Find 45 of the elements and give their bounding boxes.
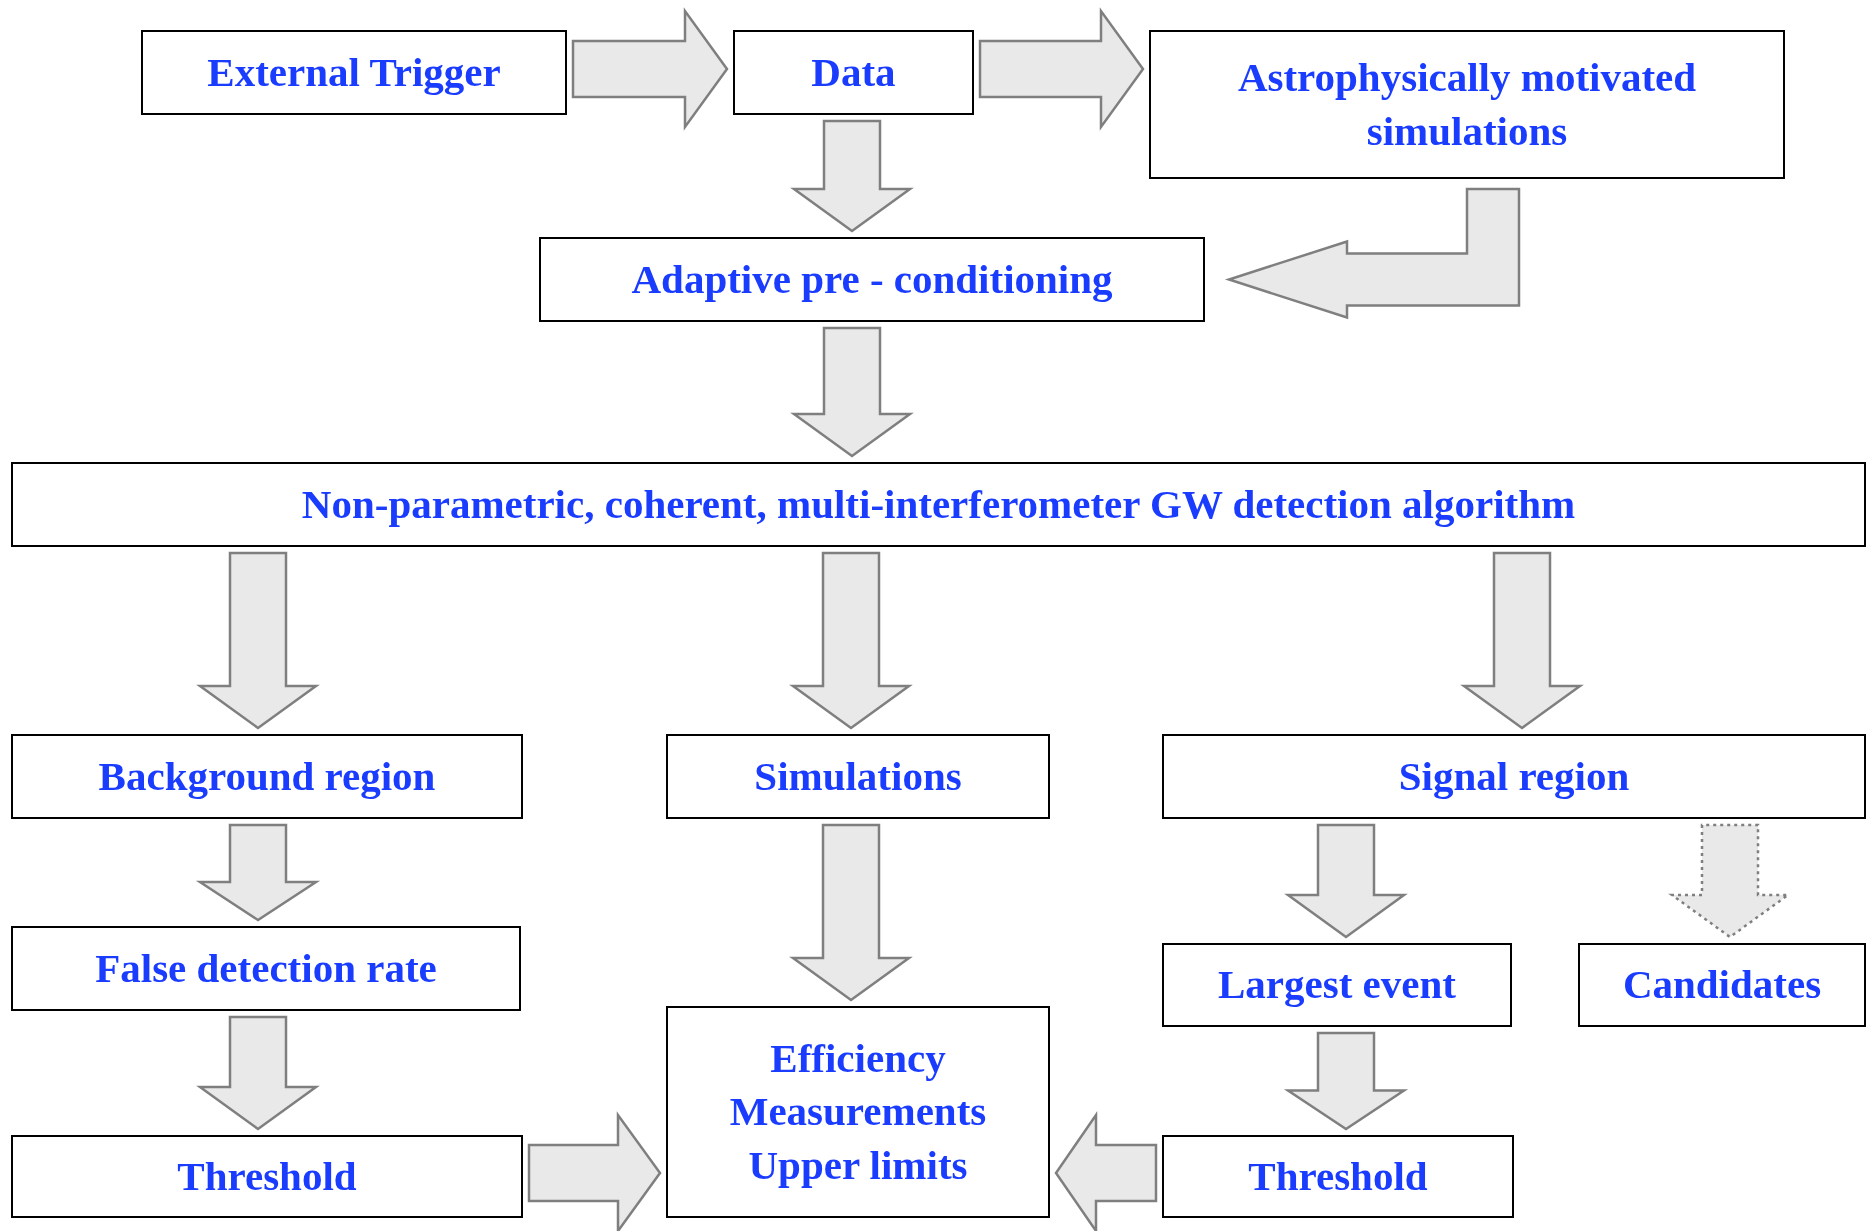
node-label: Measurements (729, 1087, 987, 1137)
process-box (666, 734, 1050, 819)
node-label: Largest event (1218, 960, 1456, 1010)
process-box (11, 734, 523, 819)
process-box (1162, 943, 1512, 1027)
node-label: Threshold (1248, 1151, 1428, 1201)
node-label: False detection rate (95, 943, 437, 993)
process-box (733, 30, 974, 115)
node-label: Adaptive pre - conditioning (631, 254, 1113, 304)
node-label: Upper limits (748, 1140, 968, 1190)
node-label: Efficiency (770, 1034, 946, 1084)
block-arrow (1224, 187, 1521, 320)
block-arrow (790, 119, 914, 233)
block-arrow (527, 1111, 662, 1231)
block-arrow (978, 7, 1145, 131)
node-label: External Trigger (207, 47, 501, 97)
process-box (1162, 1135, 1514, 1218)
block-arrow (1283, 1031, 1409, 1131)
block-arrow (195, 823, 321, 922)
process-box (666, 1006, 1050, 1218)
node-label: Non-parametric, coherent, multi-interferometer GW detection algorithm (301, 479, 1576, 529)
process-box (1578, 943, 1866, 1027)
block-arrow (196, 1015, 320, 1131)
process-box (11, 462, 1866, 547)
block-arrow (571, 7, 729, 131)
block-arrow (1284, 823, 1408, 939)
process-box (1149, 30, 1785, 179)
node-label: Signal region (1398, 751, 1630, 801)
node-label: Background region (98, 751, 436, 801)
process-box (1162, 734, 1866, 819)
process-box (141, 30, 567, 115)
process-box (539, 237, 1205, 322)
node-label: Candidates (1622, 960, 1822, 1010)
node-label: Astrophysically motivated simulations (1236, 53, 1698, 156)
process-box (11, 1135, 523, 1218)
block-arrow (789, 551, 913, 730)
node-label: Threshold (177, 1151, 357, 1201)
node-label: Data (811, 47, 896, 97)
block-arrow (790, 326, 914, 458)
block-arrow (1460, 551, 1584, 730)
block-arrow (196, 551, 320, 730)
node-label: Simulations (754, 751, 962, 801)
block-arrow (789, 823, 913, 1002)
process-box (11, 926, 521, 1011)
block-arrow (1054, 1111, 1158, 1231)
